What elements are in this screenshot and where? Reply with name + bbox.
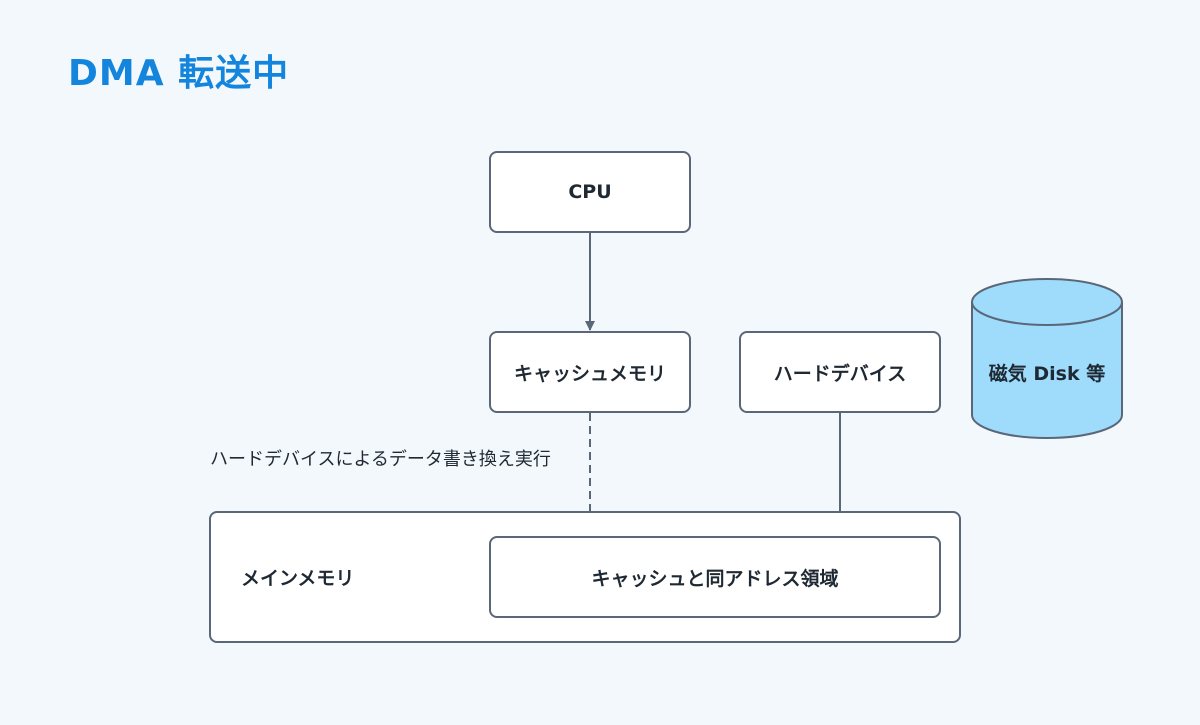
dma-annotation: ハードデバイスによるデータ書き換え実行 (210, 449, 551, 470)
diagram-title: DMA 転送中 (68, 53, 290, 94)
hard-device-node: ハードデバイス (739, 331, 941, 413)
main-memory-node: メインメモリ (209, 511, 961, 643)
cache-memory-label: キャッシュメモリ (513, 362, 666, 385)
disk-label: 磁気 Disk 等 (989, 362, 1105, 385)
cache-memory-node: キャッシュメモリ (489, 331, 691, 413)
main-memory-label: メインメモリ (241, 567, 355, 590)
cache-region-node: キャッシュと同アドレス領域 (489, 536, 941, 618)
cpu-node: CPU (489, 151, 691, 233)
cpu-label: CPU (568, 181, 612, 203)
cache-region-label: キャッシュと同アドレス領域 (591, 567, 839, 590)
disk-cylinder: 磁気 Disk 等 (971, 278, 1123, 439)
hard-device-label: ハードデバイス (773, 362, 907, 385)
